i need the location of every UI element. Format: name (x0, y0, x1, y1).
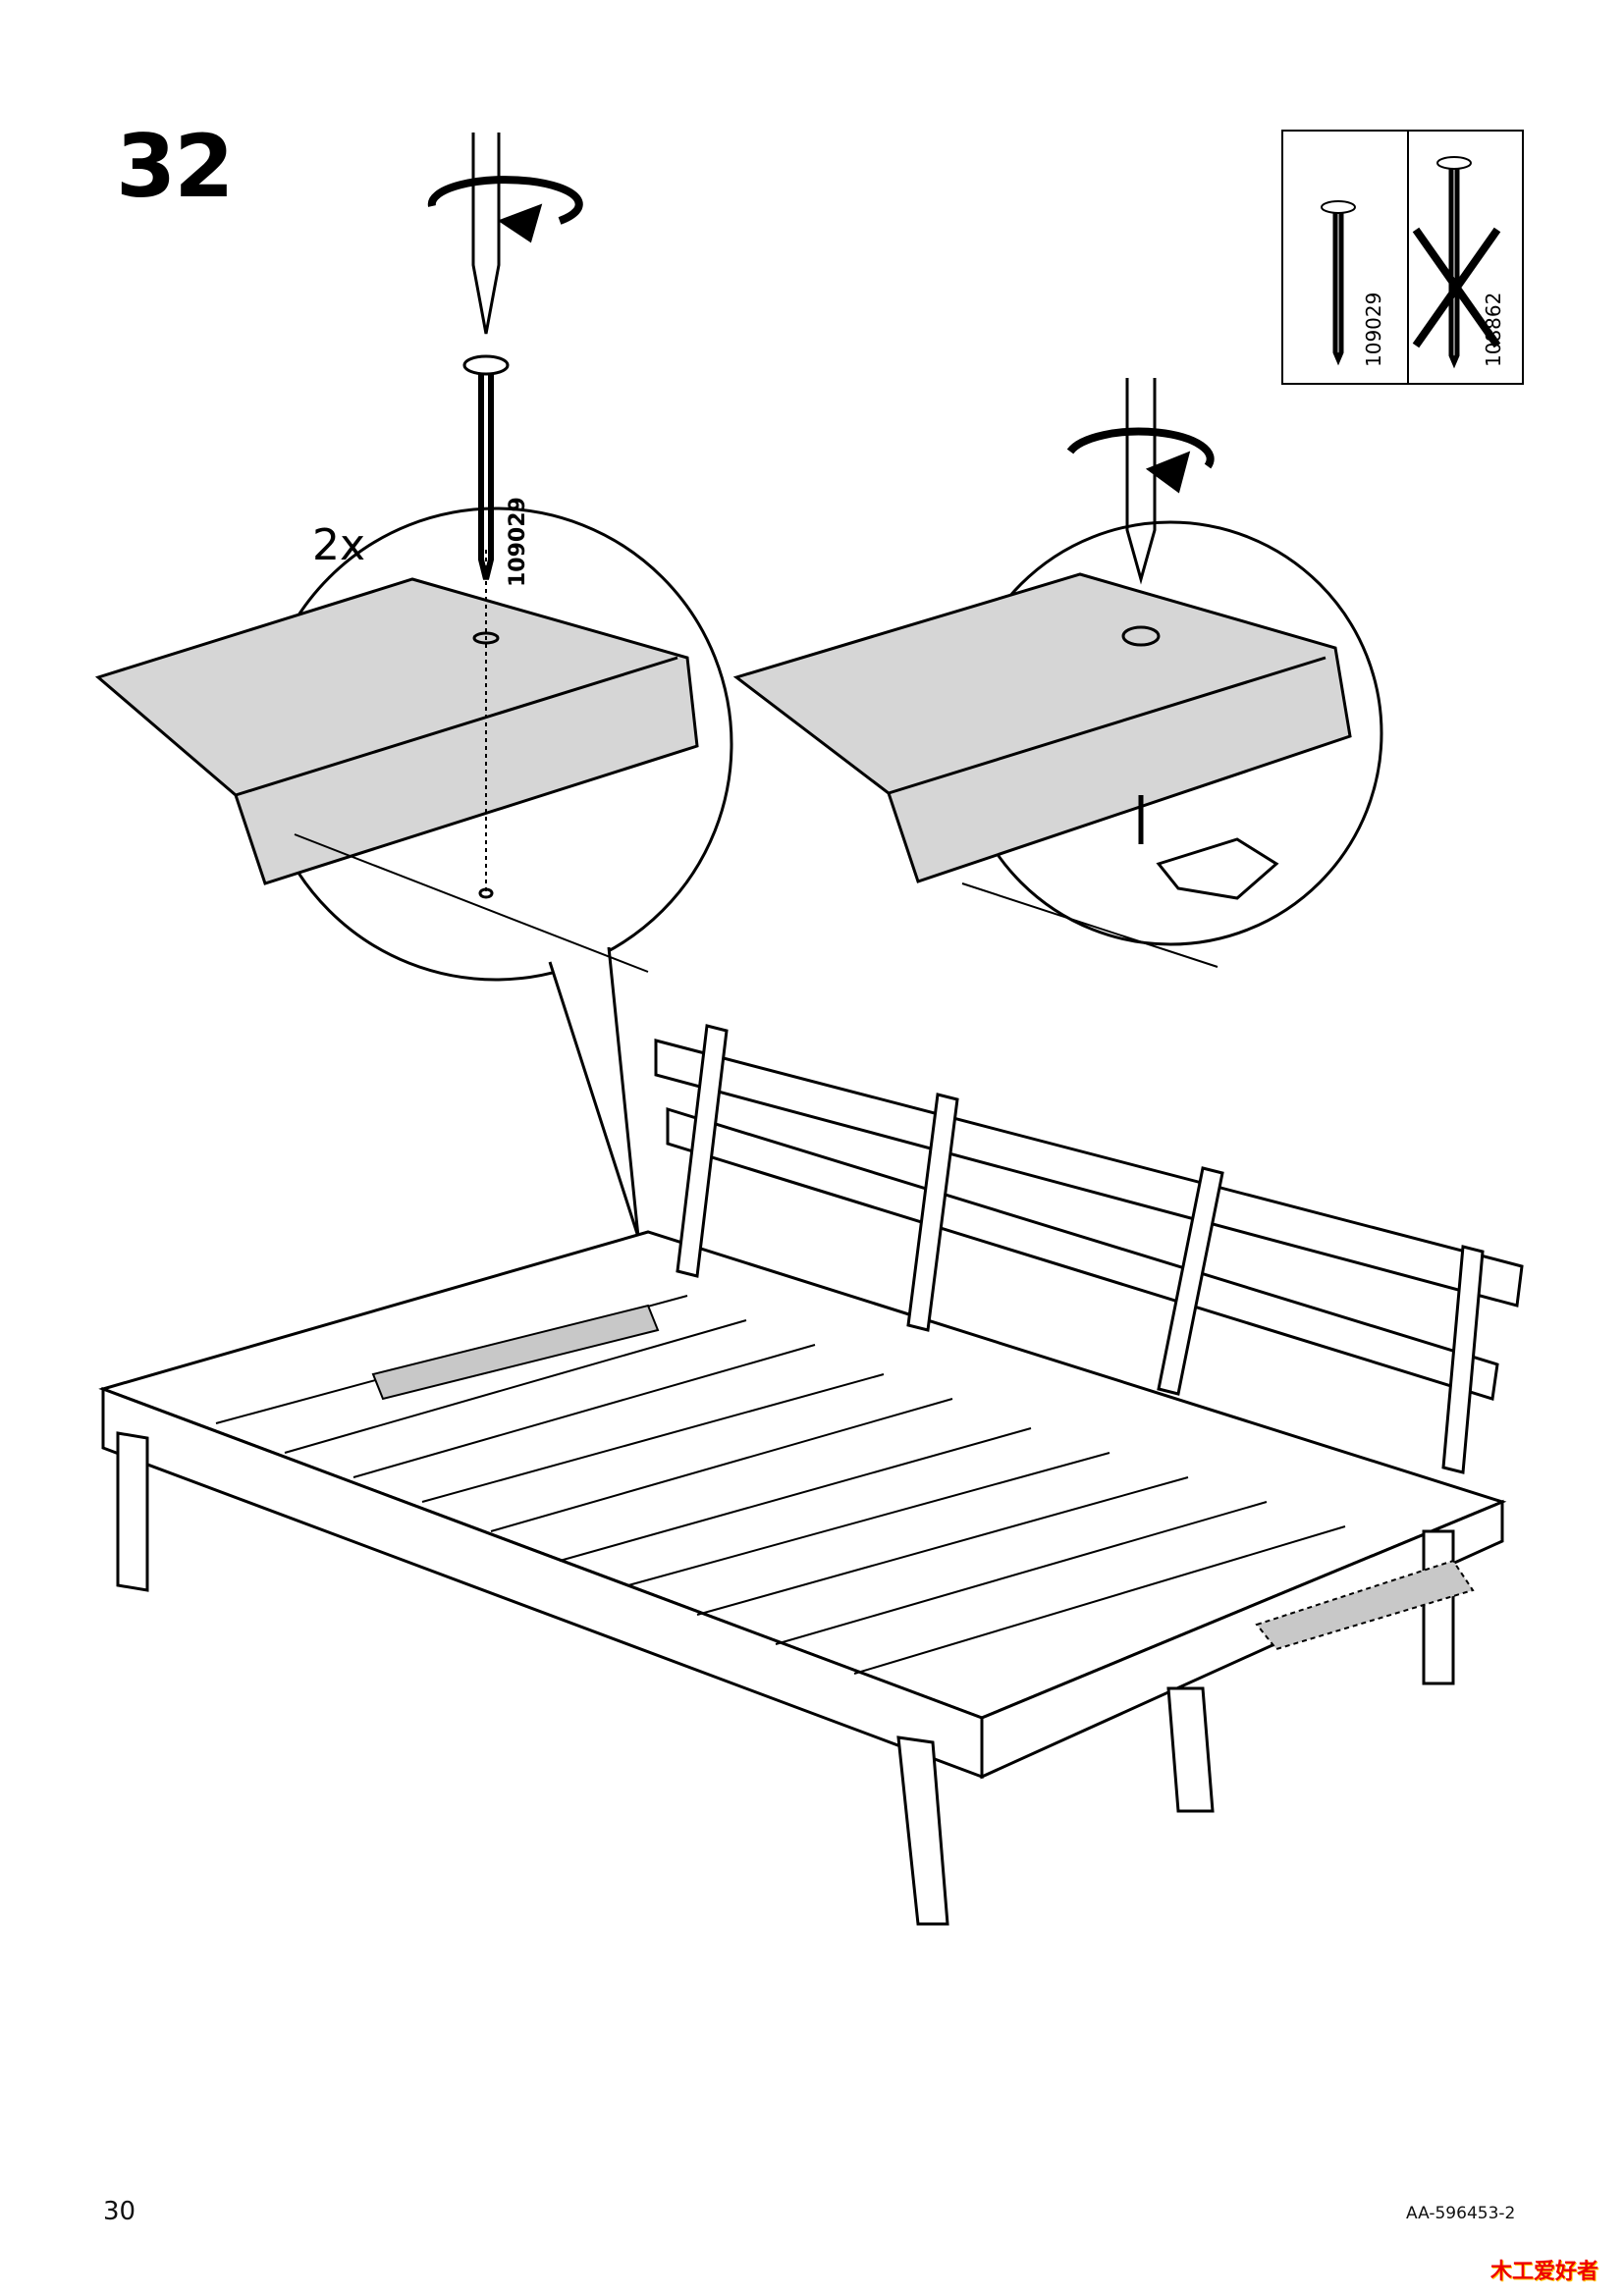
page-number: 30 (103, 2197, 136, 2226)
divider (1407, 132, 1409, 383)
screw-reference-box: 109029 108862 (1281, 130, 1524, 385)
screw-correct-icon (1321, 200, 1356, 214)
post (906, 1093, 959, 1332)
article-correct: 109029 (1362, 292, 1385, 367)
screwdriver-left (471, 133, 501, 335)
quantity-label: 2x (312, 520, 366, 570)
post (1441, 1245, 1485, 1474)
hand-icon (1156, 837, 1279, 900)
screw-icons (1321, 156, 1501, 369)
screw-label-left: 109029 (506, 497, 530, 587)
slats (215, 1295, 1346, 1675)
leg (1422, 1529, 1455, 1685)
rotate-arrow-right (1066, 427, 1215, 469)
leg (896, 1735, 949, 1926)
screw-incorrect-icon (1436, 156, 1472, 170)
rotate-arrow-left (427, 176, 583, 225)
screw-109029 (478, 373, 494, 580)
post (676, 1024, 729, 1278)
post (1157, 1166, 1224, 1396)
watermark-logo: 木工爱好者 (1490, 2260, 1599, 2284)
leg (116, 1431, 149, 1592)
cross-icon (1412, 227, 1501, 348)
bed-frame (98, 1024, 1524, 1926)
document-id: AA-596453-2 (1406, 2204, 1516, 2223)
screwdriver-right (1125, 378, 1157, 585)
leg (1166, 1686, 1215, 1813)
step-number: 32 (116, 116, 234, 217)
article-incorrect: 108862 (1482, 292, 1505, 367)
callout-pointer (548, 946, 640, 1238)
